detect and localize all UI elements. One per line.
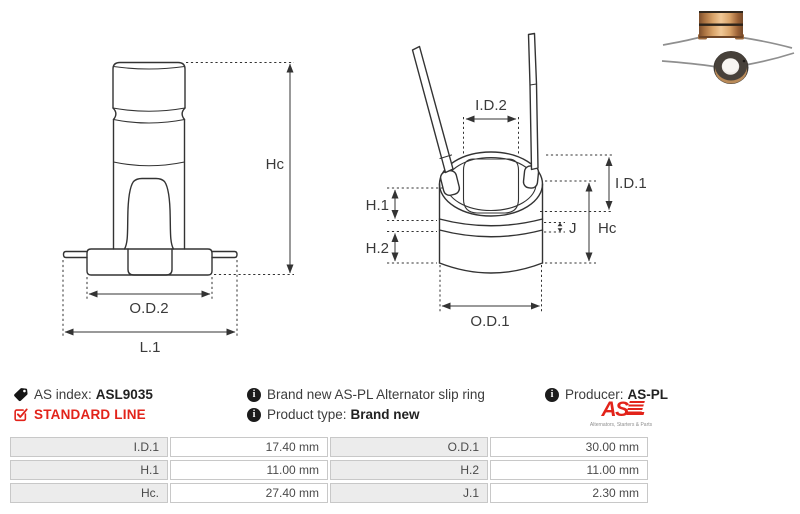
technical-drawings: Hc O.D.2 L.1 xyxy=(62,11,795,356)
producer-item: Producer: AS-PL xyxy=(545,387,668,402)
product-type-value: Brand new xyxy=(350,407,420,422)
dim-value-cell: 2.30 mm xyxy=(490,483,648,503)
dim-label-cell: J.1 xyxy=(330,483,488,503)
as-index-item: AS index: ASL9035 xyxy=(13,387,153,402)
producer-value: AS-PL xyxy=(627,387,669,402)
dim-value-cell: 30.00 mm xyxy=(490,437,648,457)
product-photo xyxy=(661,11,795,84)
left-technical-drawing: Hc O.D.2 L.1 xyxy=(62,61,294,356)
dim-label-id1: I.D.1 xyxy=(615,175,647,192)
dim-label-cell: H.1 xyxy=(10,460,168,480)
dimensions-table: I.D.1 17.40 mm O.D.1 30.00 mm H.1 11.00 … xyxy=(10,437,648,503)
checkbox-checked-icon xyxy=(13,407,28,422)
dim-label-cell: O.D.1 xyxy=(330,437,488,457)
logo-text: AS xyxy=(601,398,629,421)
dim-label-cell: H.2 xyxy=(330,460,488,480)
dim-value-cell: 11.00 mm xyxy=(490,460,648,480)
dim-label-od2: O.D.2 xyxy=(129,300,168,317)
dim-label-h2: H.2 xyxy=(366,240,389,257)
standard-line-label: STANDARD LINE xyxy=(34,407,146,422)
product-description: Brand new AS-PL Alternator slip ring xyxy=(267,387,485,402)
info-icon xyxy=(247,387,261,402)
dim-label-j: J xyxy=(569,220,577,237)
as-index-value: ASL9035 xyxy=(95,387,153,402)
dim-label-hc-right: Hc xyxy=(598,220,617,237)
dim-value-cell: 17.40 mm xyxy=(170,437,328,457)
logo-tagline: Alternators, Starters & Parts xyxy=(589,422,653,428)
dim-label-hc-left: Hc xyxy=(266,156,285,173)
dim-value-cell: 27.40 mm xyxy=(170,483,328,503)
right-technical-drawing: I.D.2 I.D.1 Hc H.1 H.2 xyxy=(366,32,647,330)
dim-label-id2: I.D.2 xyxy=(475,97,507,114)
as-index-label: AS index: xyxy=(34,387,92,402)
product-type-label: Product type: xyxy=(267,407,347,422)
tag-icon xyxy=(13,387,28,402)
dim-label-cell: I.D.1 xyxy=(10,437,168,457)
description-item: Brand new AS-PL Alternator slip ring xyxy=(247,387,485,402)
dim-label-h1: H.1 xyxy=(366,197,389,214)
product-type-item: Product type: Brand new xyxy=(247,407,420,422)
dim-label-od1: O.D.1 xyxy=(470,313,509,330)
standard-line-item: STANDARD LINE xyxy=(13,407,146,422)
as-pl-logo: AS Alternators, Starters & Parts xyxy=(588,399,654,428)
producer-label: Producer: xyxy=(565,387,624,402)
dim-label-l1: L.1 xyxy=(140,339,161,356)
dim-label-cell: Hc. xyxy=(10,483,168,503)
dim-value-cell: 11.00 mm xyxy=(170,460,328,480)
info-icon xyxy=(247,407,261,422)
info-icon xyxy=(545,387,559,402)
